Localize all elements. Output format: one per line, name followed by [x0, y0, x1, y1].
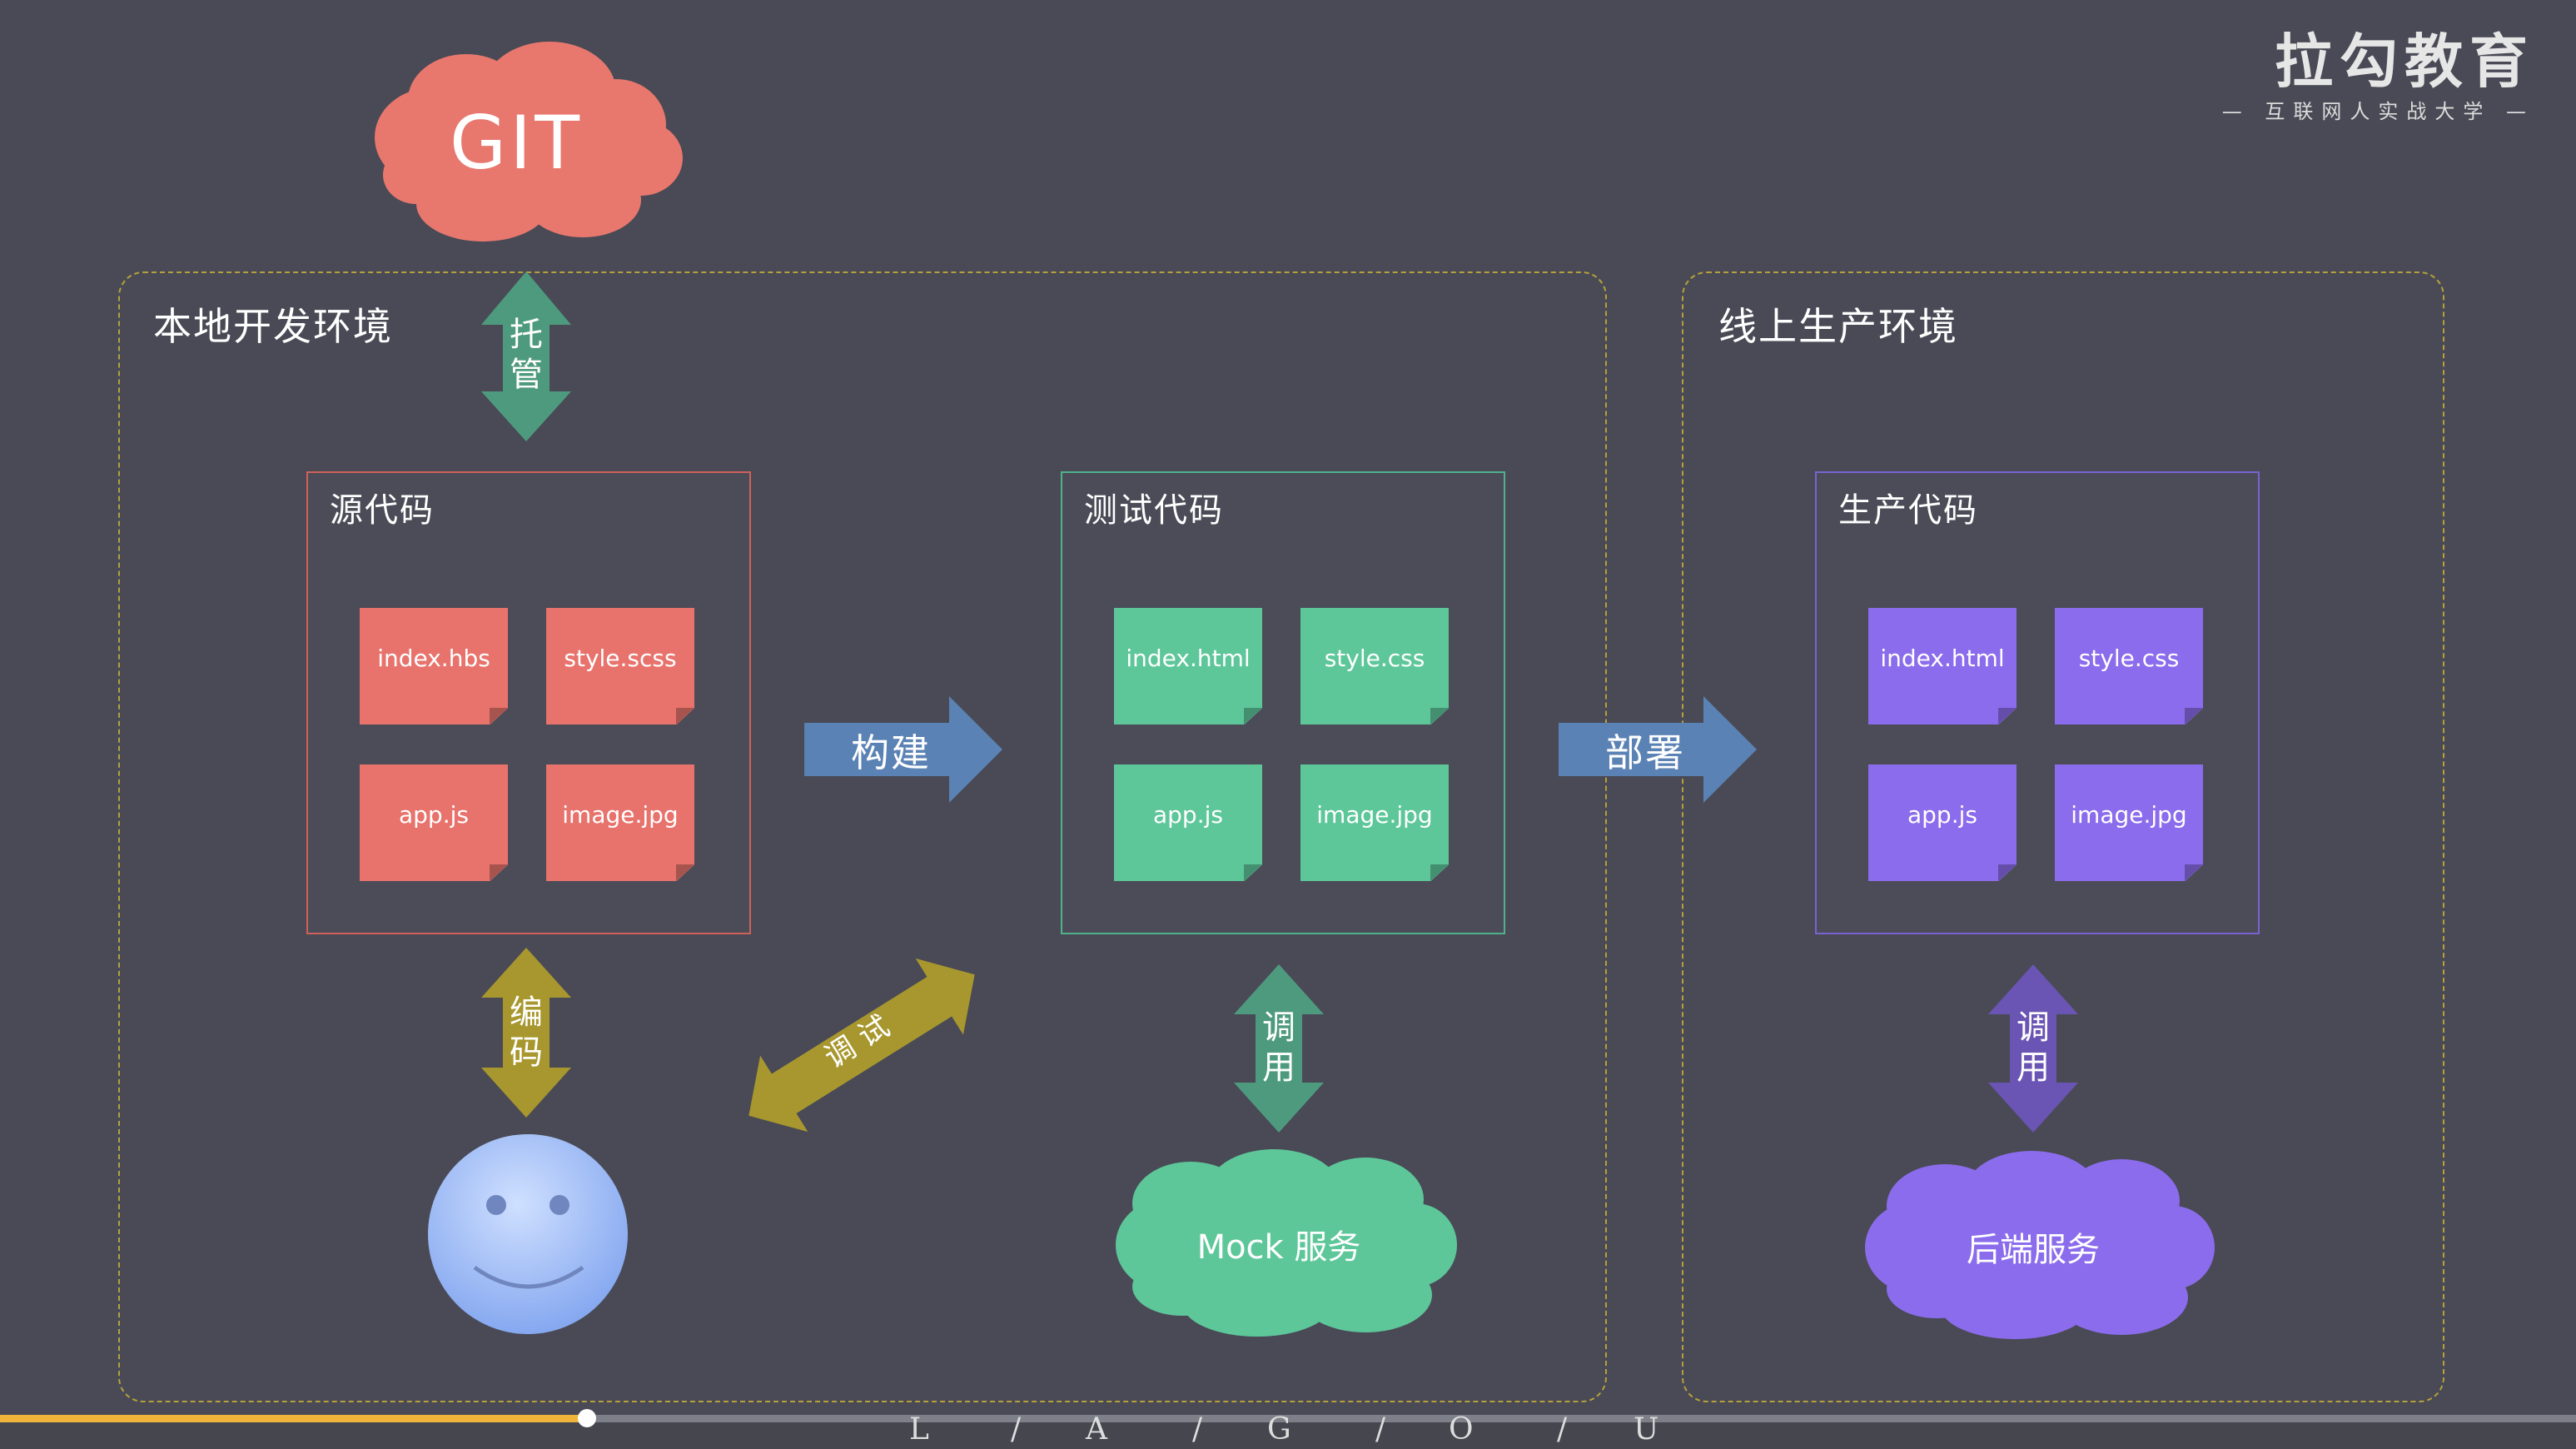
- group-source-code-title: 源代码: [330, 491, 435, 530]
- file-index-html: index.html: [1114, 608, 1262, 724]
- call-backend-arrow: [1988, 964, 2078, 1133]
- watermark-letter: L: [909, 1412, 929, 1447]
- brand-slogan: — 互联网人实战大学 —: [2221, 100, 2534, 123]
- file-app-js: app.js: [360, 764, 508, 881]
- deploy-arrow: [1559, 696, 1757, 803]
- watermark-slash: /: [1011, 1412, 1022, 1447]
- file-index-html: index.html: [1868, 608, 2017, 724]
- watermark-letter: O: [1449, 1412, 1474, 1447]
- file-image-jpg: image.jpg: [1300, 764, 1449, 881]
- backend-service-cloud: [1865, 1151, 2215, 1339]
- video-progress-track[interactable]: [0, 1415, 2576, 1422]
- code-arrow: [481, 948, 571, 1118]
- file-style-css: style.css: [2055, 608, 2203, 724]
- debug-arrow: [748, 958, 975, 1133]
- region-local-dev: [118, 271, 1607, 1402]
- git-cloud: [375, 42, 683, 242]
- watermark-letter: G: [1267, 1412, 1291, 1447]
- video-progress-handle[interactable]: [578, 1409, 596, 1427]
- host-arrow: [481, 271, 571, 441]
- file-app-js: app.js: [1114, 764, 1262, 881]
- code-arrow-label: 编 码: [510, 993, 543, 1072]
- git-label: GIT: [450, 100, 583, 186]
- region-local-dev-title: 本地开发环境: [153, 304, 393, 349]
- mock-service-label: Mock 服务: [1196, 1228, 1361, 1267]
- build-arrow: [804, 696, 1002, 803]
- video-progress-fill: [0, 1415, 588, 1422]
- call-mock-arrow: [1234, 964, 1324, 1133]
- region-online-prod-title: 线上生产环境: [1718, 304, 1958, 349]
- file-style-scss: style.scss: [546, 608, 694, 724]
- file-app-js: app.js: [1868, 764, 2017, 881]
- deploy-arrow-label: 部署: [1605, 730, 1685, 775]
- backend-service-label: 后端服务: [1967, 1231, 2100, 1269]
- call-mock-arrow-label: 调 用: [1262, 1008, 1295, 1087]
- developer-smiley-icon: [428, 1134, 628, 1334]
- group-test-code-title: 测试代码: [1084, 491, 1224, 530]
- watermark-slash: /: [1192, 1412, 1203, 1447]
- mock-service-cloud: [1116, 1149, 1457, 1337]
- watermark-letter: U: [1634, 1412, 1659, 1447]
- host-arrow-label: 托 管: [510, 316, 543, 394]
- watermark-slash: /: [1557, 1412, 1568, 1447]
- file-index-hbs: index.hbs: [360, 608, 508, 724]
- group-prod-code-title: 生产代码: [1838, 491, 1978, 530]
- file-style-css: style.css: [1300, 608, 1449, 724]
- watermark-slash: /: [1375, 1412, 1386, 1447]
- brand-logo-text: 拉勾教育: [2275, 27, 2534, 96]
- watermark-letter: A: [1086, 1412, 1107, 1447]
- file-image-jpg: image.jpg: [546, 764, 694, 881]
- file-image-jpg: image.jpg: [2055, 764, 2203, 881]
- build-arrow-label: 构建: [851, 730, 931, 775]
- region-online-prod: [1682, 271, 2444, 1402]
- call-backend-arrow-label: 调 用: [2017, 1008, 2050, 1087]
